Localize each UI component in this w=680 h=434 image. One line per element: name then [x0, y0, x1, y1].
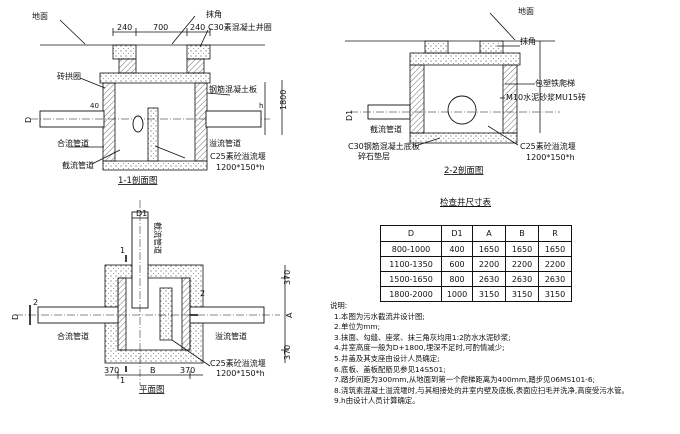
note-item: 8.浇筑素混凝土溢流堰时,与其相接处的井室内壁及底板,表面应扫毛并洗净,高度受污… — [334, 385, 629, 395]
label-combined-pipe: 合流管道 — [57, 138, 89, 148]
note-item: 2.单位为mm; — [334, 322, 381, 332]
label-c30-ring: C30素混凝土井圈 — [208, 22, 272, 32]
dimension-table: D D1 A B R 800-1000 400 1650 1650 1650 1… — [380, 225, 572, 302]
note-item: 3.抹面、勾缝、座浆、抹三角灰均用1:2防水水泥砂浆; — [334, 332, 511, 342]
plan-section-2-marker-left: 2 — [33, 298, 38, 307]
dimension-table-wrap: D D1 A B R 800-1000 400 1650 1650 1650 1… — [380, 225, 572, 302]
dim-240-left: 240 — [117, 23, 132, 32]
label-intercept-pipe: 截流管道 — [62, 160, 94, 170]
label-weir-size: 1200*150*h — [216, 163, 265, 172]
table-cell: 800-1000 — [380, 241, 442, 257]
table-header-row: D D1 A B R — [380, 225, 572, 242]
label-rc-slab: 钢筋混凝土板 — [209, 84, 257, 94]
note-item: 1.本图为污水截流井设计图; — [334, 311, 425, 321]
label-ladder: 包塑铁爬梯 — [535, 78, 575, 88]
plan-dim-bottom-mid: B — [150, 366, 156, 375]
plan-dim-bottom-right: 370 — [180, 366, 195, 375]
table-row: 800-1000 400 1650 1650 1650 — [380, 241, 572, 257]
table-cell: 3150 — [538, 286, 572, 302]
label-weir: C25素砼溢流堰 — [210, 151, 266, 161]
col-d: D — [380, 225, 442, 242]
table-cell: 1500-1650 — [380, 271, 442, 287]
table-cell: 3150 — [472, 286, 506, 302]
table-cell: 2200 — [505, 256, 539, 272]
dim-h: h — [259, 102, 263, 110]
note-item: 4.井室高度一般为D+1800,埋深不足时,可酌情减少; — [334, 343, 505, 353]
section-1-1-title: 1-1剖面图 — [118, 175, 157, 186]
plan-d1-label: D1 — [136, 209, 147, 218]
table-cell: 1800-2000 — [380, 286, 442, 302]
plan-weir-label: C25素砼溢流堰 — [210, 358, 266, 368]
table-cell: 1650 — [472, 241, 506, 257]
table-cell: 2200 — [538, 256, 572, 272]
table-cell: 2200 — [472, 256, 506, 272]
col-a: A — [472, 225, 506, 242]
table-row: 1100-1350 600 2200 2200 2200 — [380, 256, 572, 272]
table-cell: 800 — [441, 271, 473, 287]
table-cell: 1100-1350 — [380, 256, 442, 272]
dim-40: 40 — [90, 102, 99, 110]
table-cell: 1650 — [538, 241, 572, 257]
label-brick-ring: 砖拱圈 — [57, 71, 81, 81]
table-cell: 600 — [441, 256, 473, 272]
table-cell: 1650 — [505, 241, 539, 257]
pipe-d-label: D — [24, 117, 33, 123]
dim-1800: 1800 — [279, 90, 288, 110]
plan-d-label: D — [11, 314, 20, 320]
plan-dim-right-bottom: 370 — [283, 345, 292, 360]
note-item: 5.井盖及其支座由设计人员确定; — [334, 353, 440, 363]
plan-weir-size-label: 1200*150*h — [216, 369, 265, 378]
table-row: 1800-2000 1000 3150 3150 3150 — [380, 286, 572, 302]
ground-label-2: 地面 — [518, 6, 534, 16]
plan-title: 平面图 — [139, 385, 165, 395]
table-cell: 2630 — [505, 271, 539, 287]
plan-overflow-pipe-label: 溢流管道 — [215, 331, 247, 341]
label-weir-size-2: 1200*150*h — [526, 153, 575, 162]
label-weir-2: C25素砼溢流堰 — [520, 141, 576, 151]
label-overflow-pipe: 溢流管道 — [209, 138, 241, 148]
section-2-2-title: 2-2剖面图 — [444, 165, 483, 176]
table-cell: 3150 — [505, 286, 539, 302]
table-row: 1500-1650 800 2630 2630 2630 — [380, 271, 572, 287]
ground-label: 地面 — [32, 11, 48, 21]
label-gravel: 碎石垫层 — [358, 151, 390, 161]
plan-section-1-marker: 1 — [120, 246, 125, 255]
plan-section-1-marker-bottom: 1 — [120, 376, 125, 385]
plan-dim-bottom-left: 370 — [104, 366, 119, 375]
col-r: R — [538, 225, 572, 242]
plan-combined-pipe-label: 合流管道 — [57, 331, 89, 341]
plan-section-2-marker: 2 — [200, 289, 205, 298]
dim-240-right: 240 — [190, 23, 205, 32]
label-plaster-corner: 抹角 — [206, 9, 222, 19]
label-plaster-corner-2: 抹角 — [520, 36, 536, 46]
notes-heading: 说明: — [330, 301, 348, 310]
table-title: 检查井尺寸表 — [440, 198, 492, 208]
table-cell: 400 — [441, 241, 473, 257]
section-2-2: 地面 D1 抹角 包塑铁爬梯 M10水泥砂浆MU15砖 截流管道 C30钢筋混凝… — [345, 6, 586, 176]
note-item: 9.h由设计人员计算确定。 — [334, 396, 420, 406]
plan-intercept-pipe-label: 截流管道 — [153, 222, 163, 254]
plan-view: 1 1 2 2 D1 截流管道 D 合流管道 溢流管道 C25素砼溢流堰 120… — [11, 200, 294, 395]
note-item: 6.底板、盖板配筋见参见14S501; — [334, 364, 446, 374]
note-item: 7.踏步间距为300mm,从地面到第一个爬梯距离为400mm,踏步见06MS10… — [334, 375, 596, 385]
dim-700: 700 — [153, 23, 168, 32]
plan-dim-right-top: 370 — [283, 270, 292, 285]
table-cell: 2630 — [538, 271, 572, 287]
pipe-d1-label: D1 — [345, 110, 354, 121]
section-1-1: 地面 240 700 240 抹角 C30素混凝土井圈 — [24, 9, 288, 186]
label-intercept-pipe-2: 截流管道 — [370, 124, 402, 134]
table-cell: 2630 — [472, 271, 506, 287]
plan-dim-right-mid: A — [285, 312, 294, 318]
col-d1: D1 — [441, 225, 473, 242]
label-c30-base: C30钢筋混凝土底板 — [348, 141, 420, 151]
label-mortar-wall: M10水泥砂浆MU15砖 — [506, 92, 586, 102]
table-cell: 1000 — [441, 286, 473, 302]
col-b: B — [505, 225, 539, 242]
notes-block: 说明: 1.本图为污水截流井设计图; 2.单位为mm; 3.抹面、勾缝、座浆、抹… — [330, 301, 629, 407]
